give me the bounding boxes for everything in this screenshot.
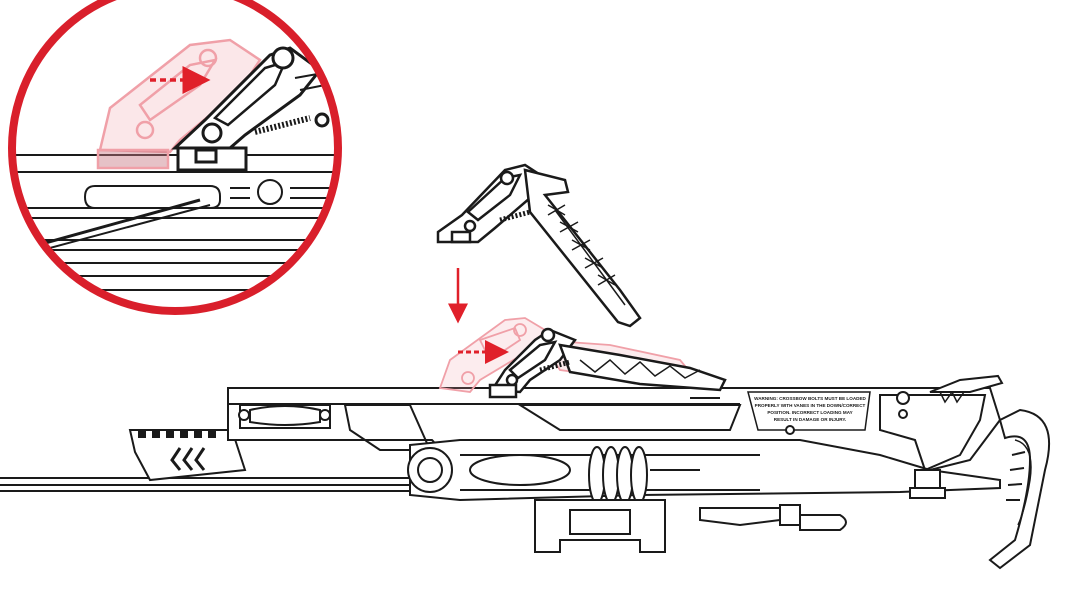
- warning-line-2: PROPERLY WITH VANES IN THE DOWN/CORRECT: [755, 403, 866, 408]
- warning-label-panel: [747, 391, 871, 431]
- foregrip-block: [534, 499, 666, 553]
- rail-detail-lines: [12, 154, 338, 291]
- warning-label-text: WARNING: CROSSBOW BOLTS MUST BE LOADED P…: [754, 396, 866, 422]
- warning-line-3: POSITION. INCORRECT LOADING MAY: [767, 410, 852, 415]
- lever-final-detail: [171, 46, 338, 172]
- warning-line-1: WARNING: CROSSBOW BOLTS MUST BE LOADED: [754, 396, 866, 401]
- detail-magnifier: [12, 0, 338, 311]
- safety-button: [799, 514, 847, 531]
- warning-line-4: RESULT IN DAMAGE OR INJURY.: [774, 417, 846, 422]
- cam-spring-cluster: [588, 446, 648, 504]
- stirrup-hook: [988, 408, 1051, 570]
- lever-installed-on-crossbow: [488, 327, 727, 399]
- cocking-lever-exploded: [436, 163, 642, 328]
- detail-magnifier-ring: [8, 0, 342, 315]
- crossbow-main: [0, 374, 1051, 570]
- front-stock: [128, 429, 247, 482]
